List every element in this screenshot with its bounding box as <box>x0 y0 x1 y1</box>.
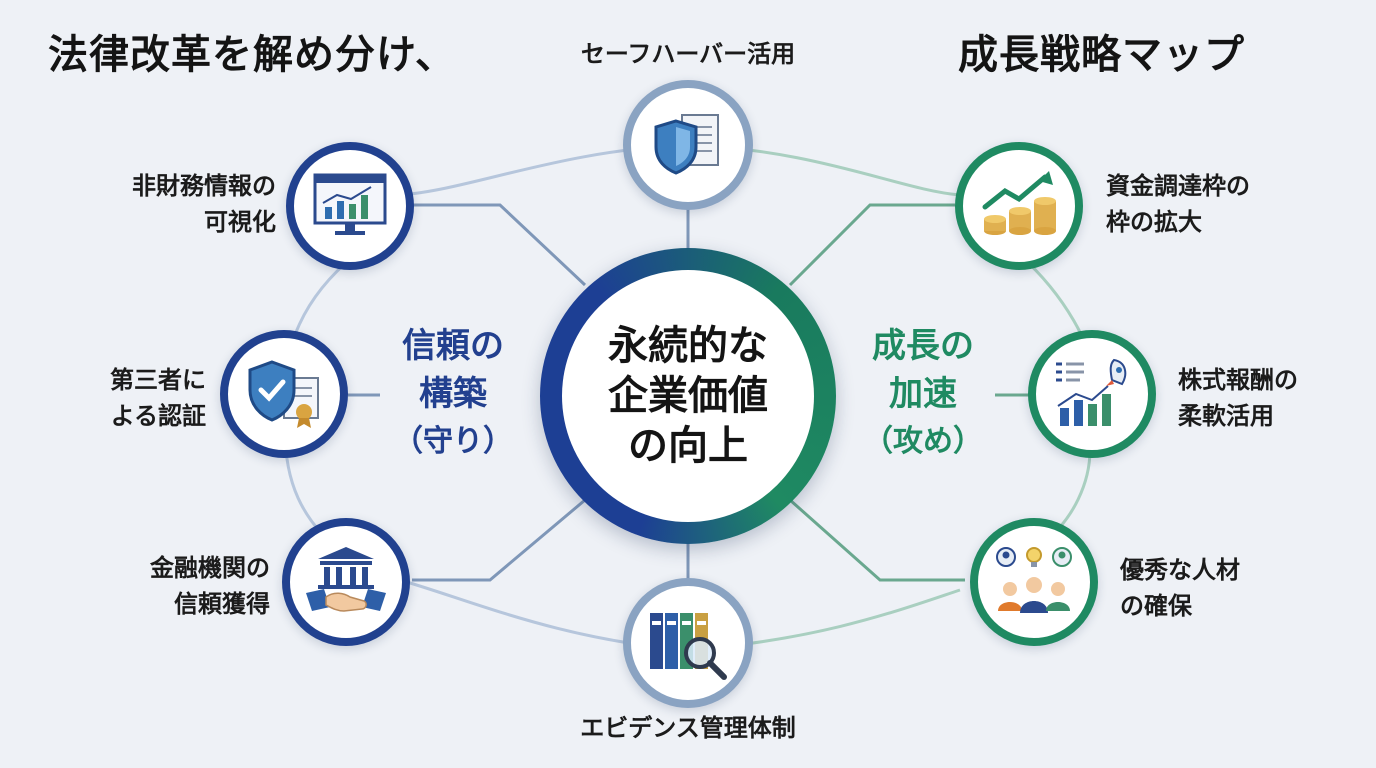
spoke-right3 <box>789 498 965 582</box>
shield-document-icon <box>654 114 719 175</box>
node-right1 <box>955 142 1083 270</box>
binders-magnifier-icon <box>650 613 727 680</box>
spoke-left3 <box>412 498 586 582</box>
node-left1 <box>286 142 414 270</box>
people-idea-icon <box>996 547 1072 613</box>
pillar-defense: 信頼の 構築 （守り） <box>393 326 513 459</box>
spoke-left1 <box>412 203 587 287</box>
node-label-right1: 資金調達枠の枠の拡大 <box>1106 172 1250 236</box>
shield-certificate-icon <box>248 360 319 428</box>
pillar-offense: 成長の 加速 （攻め） <box>863 326 983 459</box>
node-right3 <box>970 518 1098 646</box>
page-title-left: 法律改革を解め分け、 <box>48 32 456 78</box>
rocket-chart-icon <box>1056 358 1127 426</box>
node-label-left1: 非財務情報の可視化 <box>132 172 276 236</box>
node-top <box>623 80 753 210</box>
node-label-left2: 第三者による認証 <box>110 366 206 430</box>
node-left2 <box>220 330 348 458</box>
center-hub: 永続的な 企業価値 の向上 <box>540 248 836 544</box>
bank-handshake-icon <box>306 547 386 612</box>
node-label-left3: 金融機関の信頼獲得 <box>150 554 270 618</box>
node-bottom <box>623 578 753 708</box>
node-left3 <box>282 518 410 646</box>
coins-growth-icon <box>982 171 1056 235</box>
node-label-bottom: エビデンス管理体制 <box>580 714 796 742</box>
node-label-right3: 優秀な人材の確保 <box>1120 556 1240 620</box>
node-label-right2: 株式報酬の柔軟活用 <box>1178 366 1298 430</box>
node-right2 <box>1028 330 1156 458</box>
monitor-chart-icon <box>313 173 387 235</box>
center-hub-text: 永続的な 企業価値 の向上 <box>562 270 814 522</box>
spoke-right1 <box>788 203 955 287</box>
node-label-top: セーフハーバー活用 <box>580 40 796 68</box>
page-title-right: 成長戦略マップ <box>958 32 1245 78</box>
